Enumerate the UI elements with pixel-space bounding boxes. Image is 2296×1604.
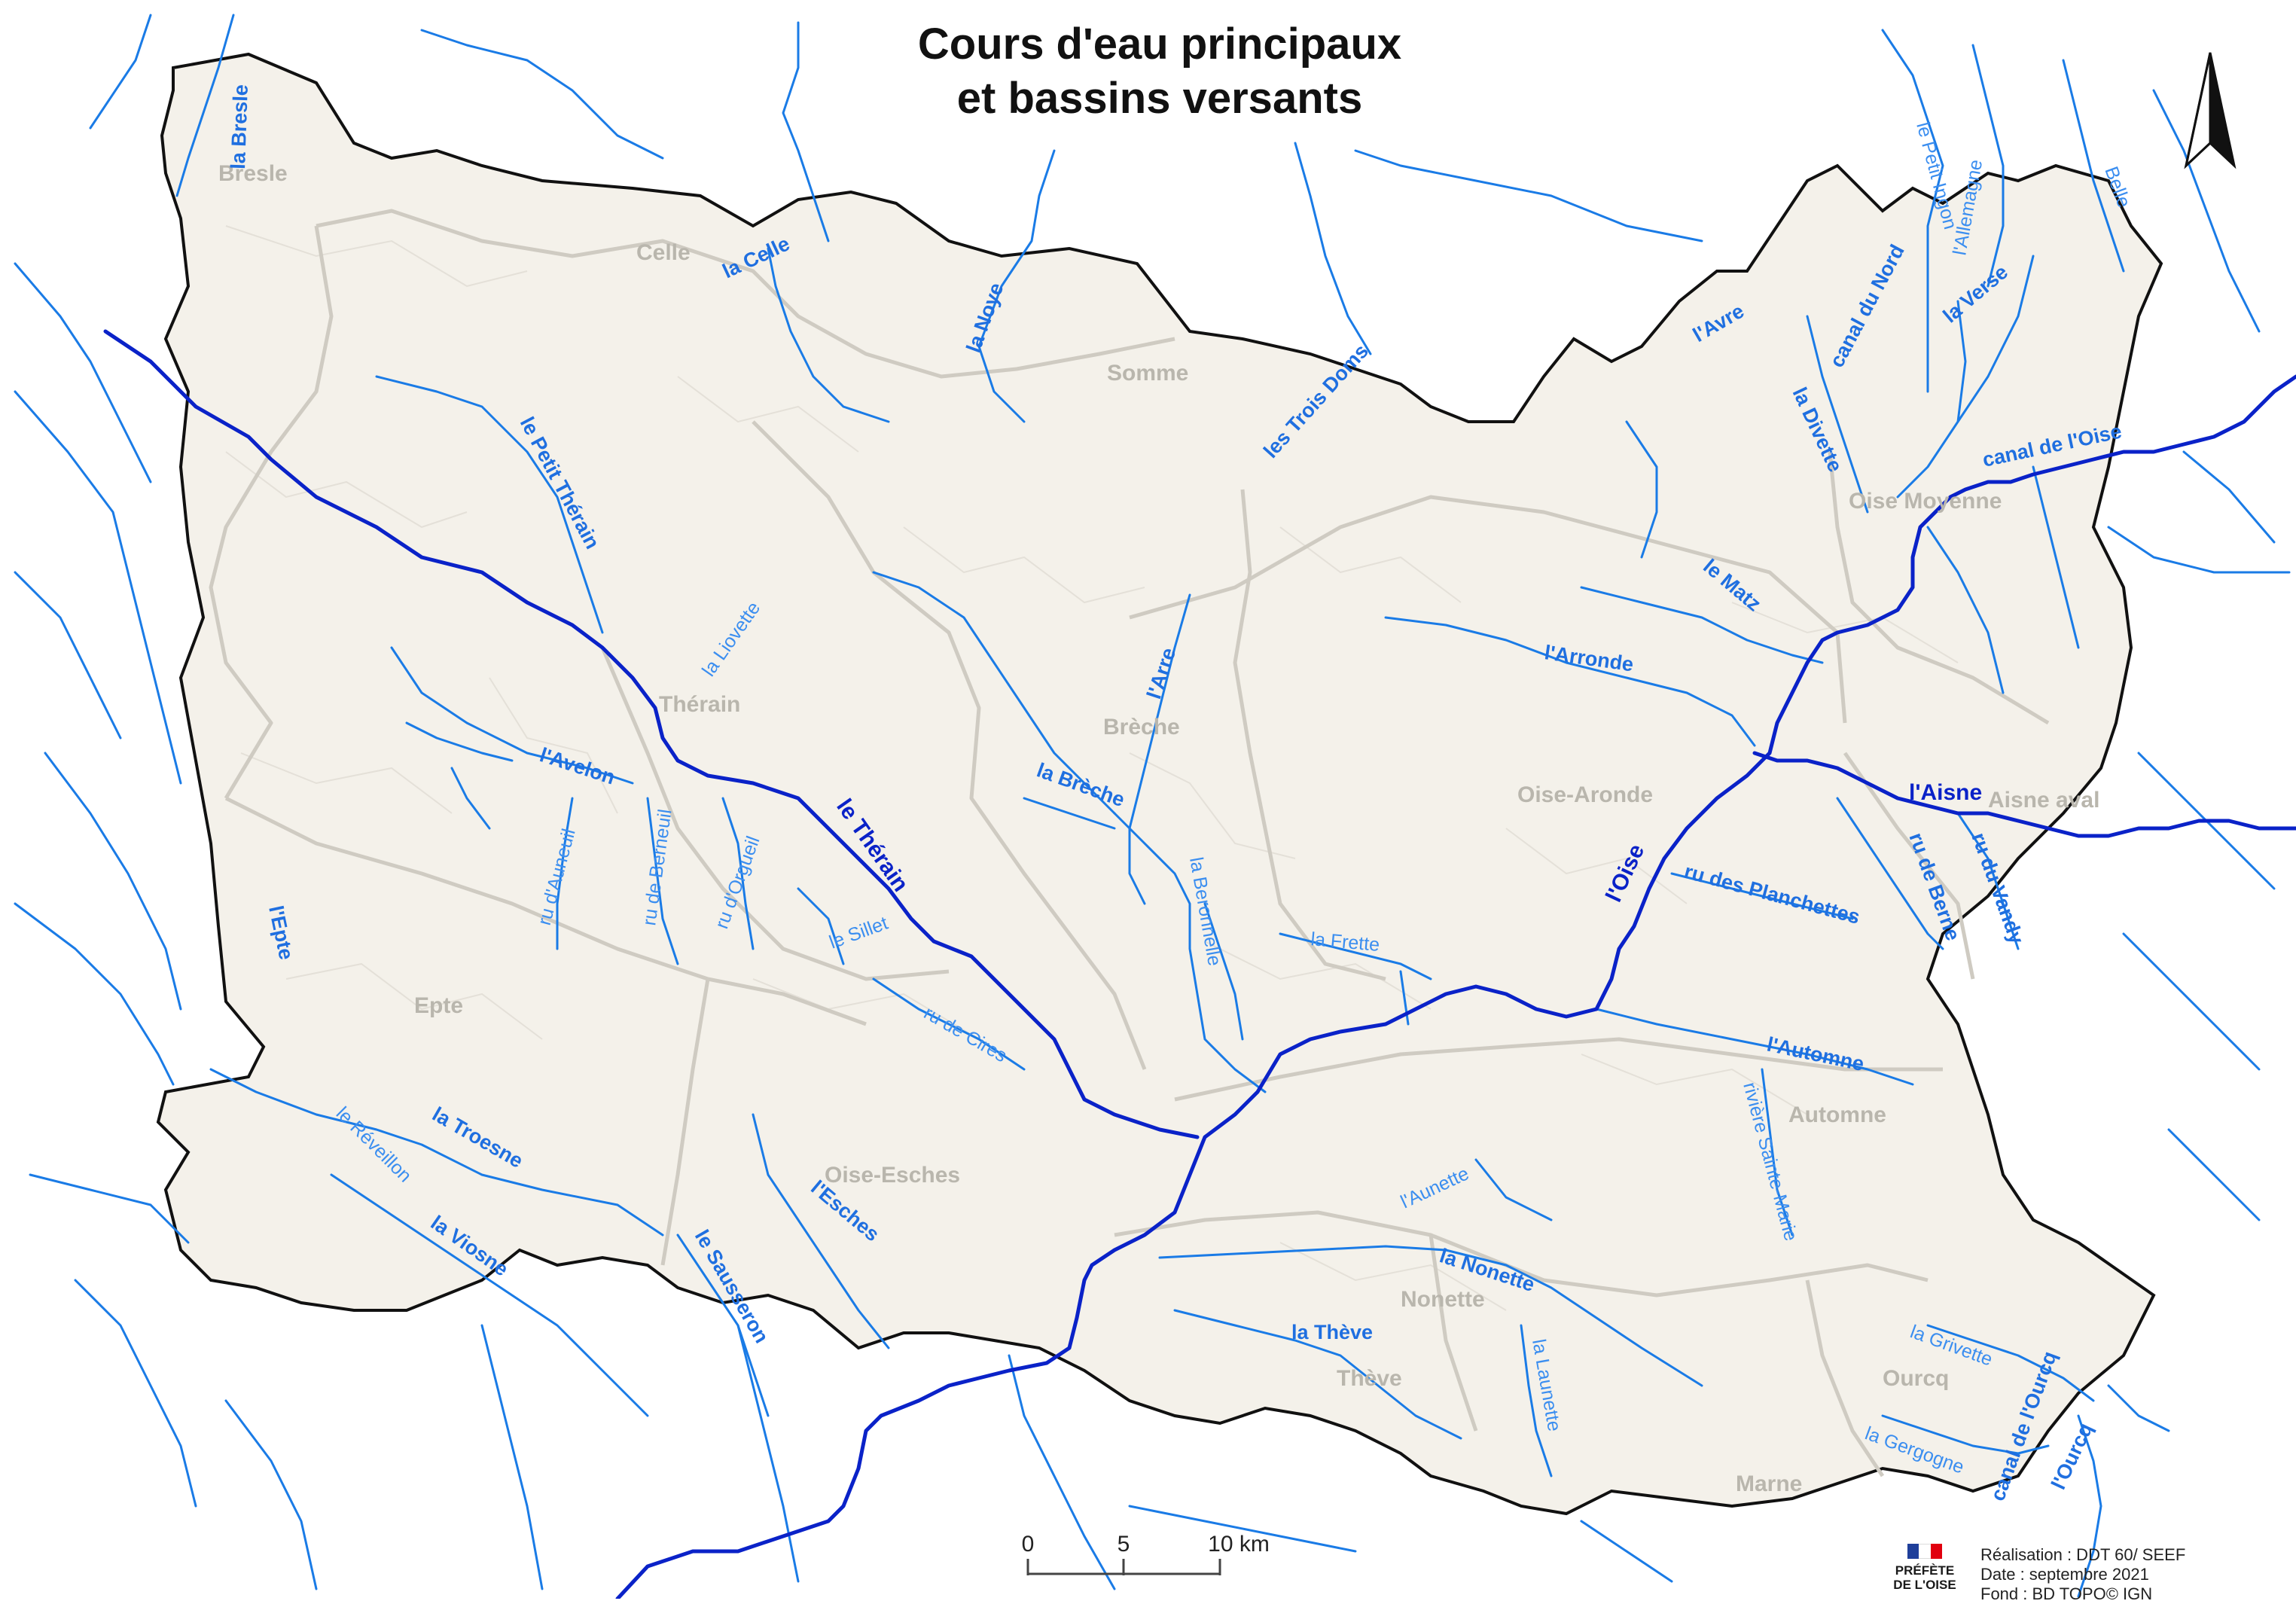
logo-line2: DE L'OISE	[1893, 1578, 1956, 1592]
bassin-label: Oise Moyenne	[1849, 489, 2002, 514]
river-therain	[103, 329, 1200, 1139]
bassin-label: Oise-Esches	[825, 1163, 960, 1188]
logo-line1: PRÉFÈTE	[1895, 1563, 1955, 1578]
river-label: l'Ourcq	[2047, 1420, 2097, 1493]
credits-source: Fond : BD TOPO© IGN	[1980, 1584, 2153, 1603]
main-rivers	[103, 329, 2296, 1599]
river-oise	[615, 374, 2296, 1599]
bassin-label: Marne	[1736, 1471, 1802, 1496]
watershed-boundaries	[209, 209, 2050, 1477]
scale-label-10: 10 km	[1208, 1532, 1270, 1557]
bassin-label: Ourcq	[1883, 1366, 1949, 1391]
river-label: la Bresle	[227, 84, 252, 170]
commune-lines	[225, 225, 1959, 1311]
bassin-label: Nonette	[1401, 1287, 1485, 1312]
department-territory	[156, 52, 2163, 1516]
bassin-label: Bresle	[218, 161, 288, 186]
bassin-label: Thérain	[659, 692, 740, 717]
bassin-label: Automne	[1788, 1102, 1886, 1127]
north-arrow-icon	[2184, 52, 2237, 169]
bassin-label: Somme	[1107, 361, 1188, 386]
map-title-line1: Cours d'eau principaux	[918, 20, 1401, 69]
bassin-labels: Bresle Celle Somme Thérain Brèche Epte O…	[218, 161, 2099, 1496]
scale-bar: 0 5 10 km	[1022, 1532, 1270, 1575]
secondary-rivers	[14, 14, 2291, 1598]
prefecture-logo: PRÉFÈTE DE L'OISE	[1880, 1544, 1970, 1592]
bassin-label: Celle	[636, 240, 691, 265]
bassin-label: Epte	[414, 993, 463, 1018]
bassin-label: Aisne aval	[1988, 788, 2099, 813]
river-aisne	[1752, 751, 2296, 838]
scale-label-0: 0	[1022, 1532, 1035, 1557]
bassin-label: Thève	[1337, 1366, 1402, 1391]
bassin-label: Brèche	[1103, 715, 1180, 739]
credits-realisation: Réalisation : DDT 60/ SEEF	[1980, 1545, 2186, 1564]
river-label: la Thève	[1291, 1321, 1373, 1343]
map-title-line2: et bassins versants	[957, 74, 1362, 123]
bassin-label: Oise-Aronde	[1517, 782, 1653, 807]
credits-date: Date : septembre 2021	[1980, 1565, 2149, 1584]
scale-label-5: 5	[1118, 1532, 1130, 1557]
french-flag-icon	[1907, 1544, 1942, 1559]
credits-block: Réalisation : DDT 60/ SEEF Date : septem…	[1980, 1545, 2185, 1604]
river-label-aisne: l'Aisne	[1909, 780, 1982, 805]
